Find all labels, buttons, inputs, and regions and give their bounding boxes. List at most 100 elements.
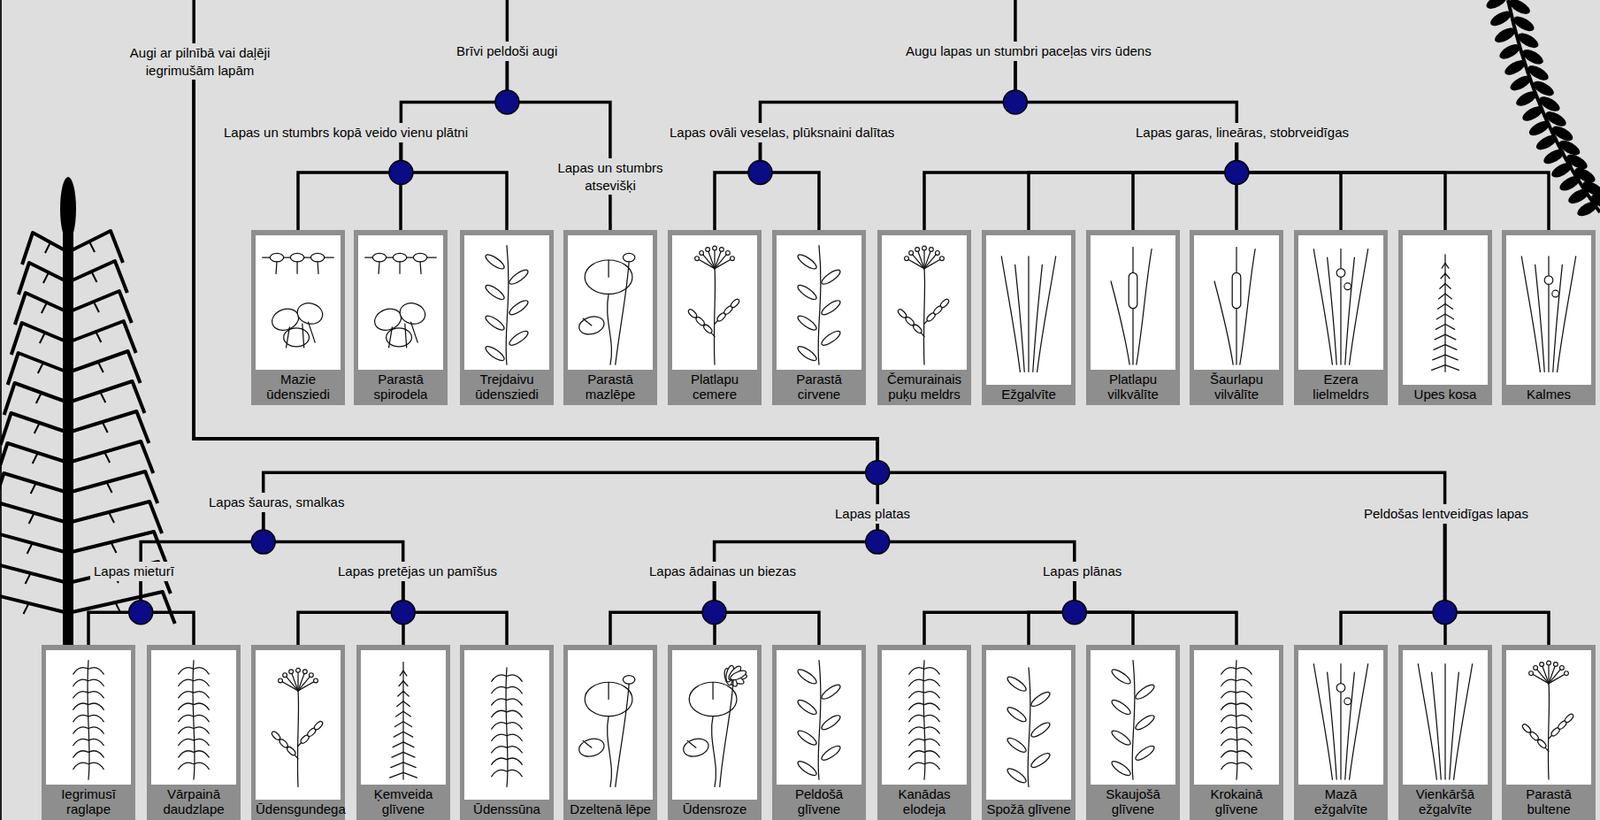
sketch-line [1015, 264, 1026, 372]
plant-picture [776, 235, 862, 370]
plant-silhouette [0, 441, 154, 475]
plant-picture [255, 235, 341, 370]
key-connector [263, 512, 404, 563]
plant-sketch [881, 235, 967, 370]
sketch-line [1221, 750, 1253, 758]
heading-text: Lapas platas [834, 505, 911, 523]
plant-sketch [1090, 235, 1176, 370]
branch-dot [865, 529, 890, 554]
plant-silhouette [41, 301, 100, 314]
plant-name: Kanādas elodeja [881, 784, 967, 820]
key-connector [924, 142, 1237, 231]
plant-card: Skaujošā glīvene [1086, 644, 1180, 820]
sketch-line [1327, 257, 1338, 365]
sketch-line [1431, 672, 1442, 780]
sketch-leaf [1563, 712, 1575, 724]
sketch-leaf [1005, 765, 1028, 785]
plant-card: Kanādas elodeja [877, 644, 972, 820]
key-connector [400, 142, 507, 231]
plant-card: Iegrimusī raglape [41, 644, 136, 820]
plant-silhouette [36, 391, 106, 404]
sketch-line [1431, 365, 1460, 371]
sketch-leaf [681, 735, 711, 759]
plant-silhouette [4, 381, 146, 415]
sketch-leaf [269, 252, 284, 262]
plant-card: Dzeltenā lēpe [563, 644, 658, 820]
plant-sketch [255, 235, 341, 370]
sketch-leaf [576, 313, 606, 337]
sketch-line [909, 727, 941, 734]
sketch-line [713, 268, 715, 365]
sketch-leaf [796, 727, 819, 747]
key-connector [760, 61, 1016, 124]
plant-sketch [360, 650, 446, 785]
sketch-line [491, 770, 523, 777]
plant-silhouette [7, 351, 141, 385]
key-connector [193, 79, 878, 505]
sketch-line [1221, 714, 1253, 721]
key-connector [298, 581, 404, 646]
stub-line [1013, 0, 1018, 42]
sketch-leaf [1005, 735, 1028, 755]
stub-line [505, 0, 510, 42]
sketch-line [1136, 249, 1152, 366]
sketch-line [582, 318, 592, 326]
sketch-leaf [1110, 727, 1133, 747]
sketch-flower [1539, 662, 1545, 667]
sketch-flower [1544, 275, 1554, 285]
sketch-leaf [310, 252, 324, 262]
plant-picture [45, 650, 131, 785]
sketch-flower [922, 245, 927, 251]
plant-silhouette [15, 290, 132, 325]
sketch-flower [699, 251, 705, 256]
plant-sketch [464, 235, 550, 370]
sketch-flower [904, 256, 910, 261]
sketch-line [397, 701, 411, 707]
sketch-leaf [1029, 719, 1052, 739]
sketch-line [1436, 313, 1454, 320]
sketch-line [1557, 256, 1577, 373]
sketch-line [389, 321, 419, 348]
branch-dot [390, 600, 415, 625]
plant-card: Krokainā glīvene [1189, 644, 1284, 820]
plant-silhouette [1502, 57, 1529, 78]
key-heading: Lapas mieturī [90, 561, 178, 582]
plant-sketch [464, 650, 550, 800]
sketch-line [391, 751, 415, 758]
branch-dot [129, 600, 154, 625]
sketch-flower [289, 669, 294, 674]
sketch-flower [725, 251, 730, 256]
sketch-flower [1344, 697, 1352, 705]
key-heading: Augu lapas un stumbri paceļas virs ūdens [902, 41, 1156, 62]
key-connector [1340, 523, 1446, 646]
sketch-line [178, 703, 210, 710]
sketch-leaf [1110, 697, 1133, 717]
plant-silhouette [0, 471, 158, 506]
sketch-line [923, 660, 926, 780]
key-connector [403, 581, 507, 646]
plant-name: Mazā ežgalvīte [1298, 784, 1384, 820]
heading-text: Lapas un stumbrs kopā veido vienu plātni [223, 123, 468, 142]
sketch-line [419, 261, 422, 274]
plant-sketch [151, 650, 237, 785]
plant-silhouette [1533, 131, 1560, 153]
plant-sketch [45, 650, 131, 785]
branch-dot [1432, 600, 1457, 625]
plant-name: Kalmes [1506, 384, 1592, 406]
sketch-leaf [507, 298, 530, 317]
key-heading: Brīvi peldoši augi [452, 41, 561, 62]
sketch-line [402, 662, 404, 780]
sketch-line [909, 667, 941, 674]
sketch-line [1110, 281, 1130, 365]
sketch-leaf [507, 329, 530, 348]
sketch-line [1535, 667, 1549, 684]
plant-silhouette [1514, 88, 1540, 109]
plant-silhouette [1484, 0, 1510, 12]
key-connector [1074, 581, 1237, 646]
branch-dot [702, 600, 727, 625]
heading-text: Lapas plānas [1042, 562, 1122, 581]
sketch-spike [1128, 272, 1138, 308]
plant-picture [151, 650, 237, 785]
key-connector [714, 581, 820, 646]
sketch-line [491, 686, 523, 693]
